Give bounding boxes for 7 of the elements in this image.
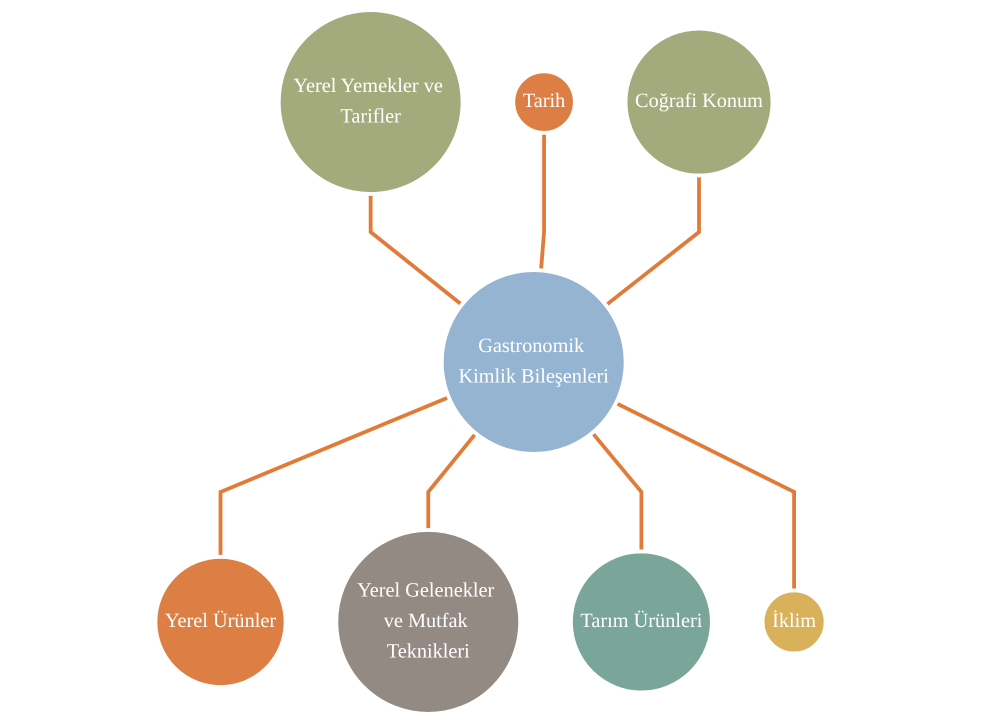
connector — [368, 194, 463, 306]
connector — [590, 432, 644, 552]
connector — [426, 432, 478, 530]
connector — [218, 395, 450, 557]
connector — [539, 132, 546, 271]
connector — [615, 401, 796, 590]
connector — [604, 176, 701, 307]
